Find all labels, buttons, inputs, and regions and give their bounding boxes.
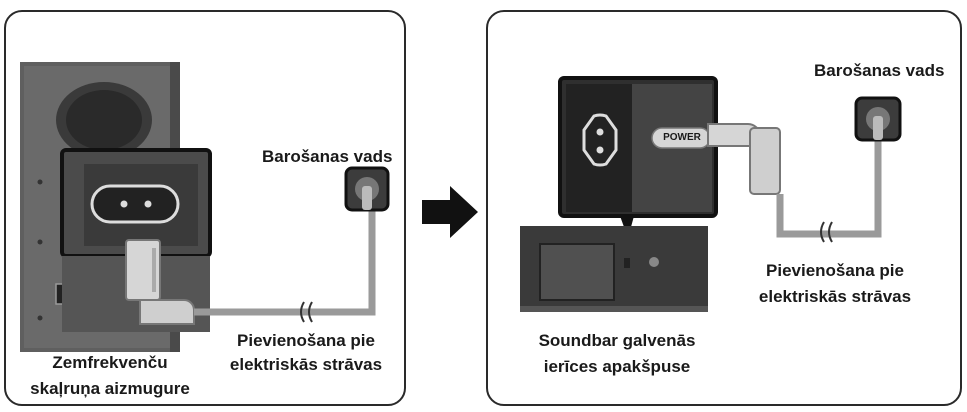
- soundbar-label-line1: Soundbar galvenās: [538, 331, 696, 350]
- power-cable-right: [776, 140, 882, 238]
- power-cord-label-left: Barošanas vads: [262, 147, 393, 166]
- connect-label-left-line1: Pievienošana pie: [237, 331, 375, 350]
- subwoofer-label-line2: skaļruņa aizmugure: [30, 379, 190, 398]
- power-cable-left: [194, 210, 376, 316]
- connect-label-right-line2: elektriskās strāvas: [758, 287, 912, 306]
- subwoofer-inlet-zoom: [60, 148, 212, 332]
- cable-break-icon: [300, 301, 313, 323]
- soundbar-inlet-zoom: [558, 76, 718, 238]
- soundbar-label-line2: ierīces apakšpuse: [543, 357, 691, 376]
- wall-outlet-icon: [854, 96, 902, 142]
- power-port-label: POWER: [663, 132, 701, 143]
- power-cord-label-right: Barošanas vads: [814, 61, 945, 80]
- power-plug-left: [125, 239, 195, 325]
- right-arrow-icon: [422, 186, 478, 238]
- cable-break-icon: [820, 221, 833, 243]
- wall-outlet-icon: [344, 166, 390, 212]
- subwoofer-label-line1: Zemfrekvenču: [52, 353, 168, 372]
- soundbar-illustration: [520, 226, 708, 312]
- connect-label-right-line1: Pievienošana pie: [766, 261, 904, 280]
- power-plug-right: [707, 123, 781, 195]
- connect-label-left-line2: elektriskās strāvas: [229, 355, 383, 374]
